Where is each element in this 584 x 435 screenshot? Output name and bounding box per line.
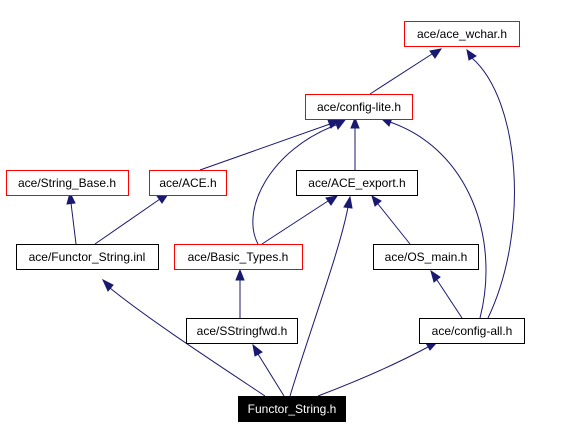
node-sstringfwd[interactable]: ace/SStringfwd.h [186, 318, 298, 344]
node-ace-h[interactable]: ace/ACE.h [149, 170, 227, 196]
edge-ace-h-to-config-lite [199, 119, 341, 171]
node-label: ace/config-all.h [432, 324, 513, 338]
node-label: ace/ACE_export.h [308, 176, 405, 190]
node-basic-types[interactable]: ace/Basic_Types.h [174, 244, 303, 270]
edge-sstringfwd-to-basic-types [235, 268, 245, 318]
edge-os-main-to-ace-export [371, 194, 411, 245]
edge-basic-types-to-ace-export [261, 195, 339, 245]
node-label: ace/SStringfwd.h [197, 324, 288, 338]
node-ace-export[interactable]: ace/ACE_export.h [296, 170, 418, 196]
edge-functor-string-h-to-functor-string-inl [101, 278, 266, 397]
node-label: ace/ace_wchar.h [417, 27, 507, 41]
node-string-base[interactable]: ace/String_Base.h [6, 170, 129, 196]
edge-config-all-to-config-lite [379, 117, 487, 319]
edge-basic-types-to-config-lite [252, 119, 347, 245]
edge-config-all-to-os-main [430, 269, 463, 319]
edge-functor-string-inl-to-ace-h [94, 193, 170, 245]
edge-functor-string-inl-to-string-base [66, 191, 77, 245]
node-label: ace/OS_main.h [385, 250, 468, 264]
edge-functor-string-h-to-ace-export [289, 195, 353, 397]
edge-config-all-to-ace-wchar [466, 48, 515, 319]
node-functor-string-inl[interactable]: ace/Functor_String.inl [16, 244, 159, 270]
node-label: ace/Basic_Types.h [188, 250, 289, 264]
node-functor-string-h[interactable]: Functor_String.h [238, 396, 346, 422]
node-label: ace/ACE.h [159, 176, 216, 190]
node-label: ace/String_Base.h [18, 176, 116, 190]
node-ace-wchar[interactable]: ace/ace_wchar.h [404, 21, 520, 47]
node-config-lite[interactable]: ace/config-lite.h [305, 94, 413, 120]
node-label: ace/config-lite.h [317, 100, 401, 114]
nodes: ace/ace_wchar.h ace/config-lite.h ace/St… [6, 21, 525, 422]
node-config-all[interactable]: ace/config-all.h [419, 318, 525, 344]
node-os-main[interactable]: ace/OS_main.h [373, 244, 479, 270]
edge-ace-export-to-config-lite [350, 116, 360, 170]
edge-functor-string-h-to-sstringfwd [252, 343, 285, 397]
node-label: Functor_String.h [248, 402, 337, 416]
node-label: ace/Functor_String.inl [29, 250, 146, 264]
edge-config-lite-to-ace-wchar [369, 48, 443, 95]
edge-functor-string-h-to-config-all [317, 341, 439, 397]
